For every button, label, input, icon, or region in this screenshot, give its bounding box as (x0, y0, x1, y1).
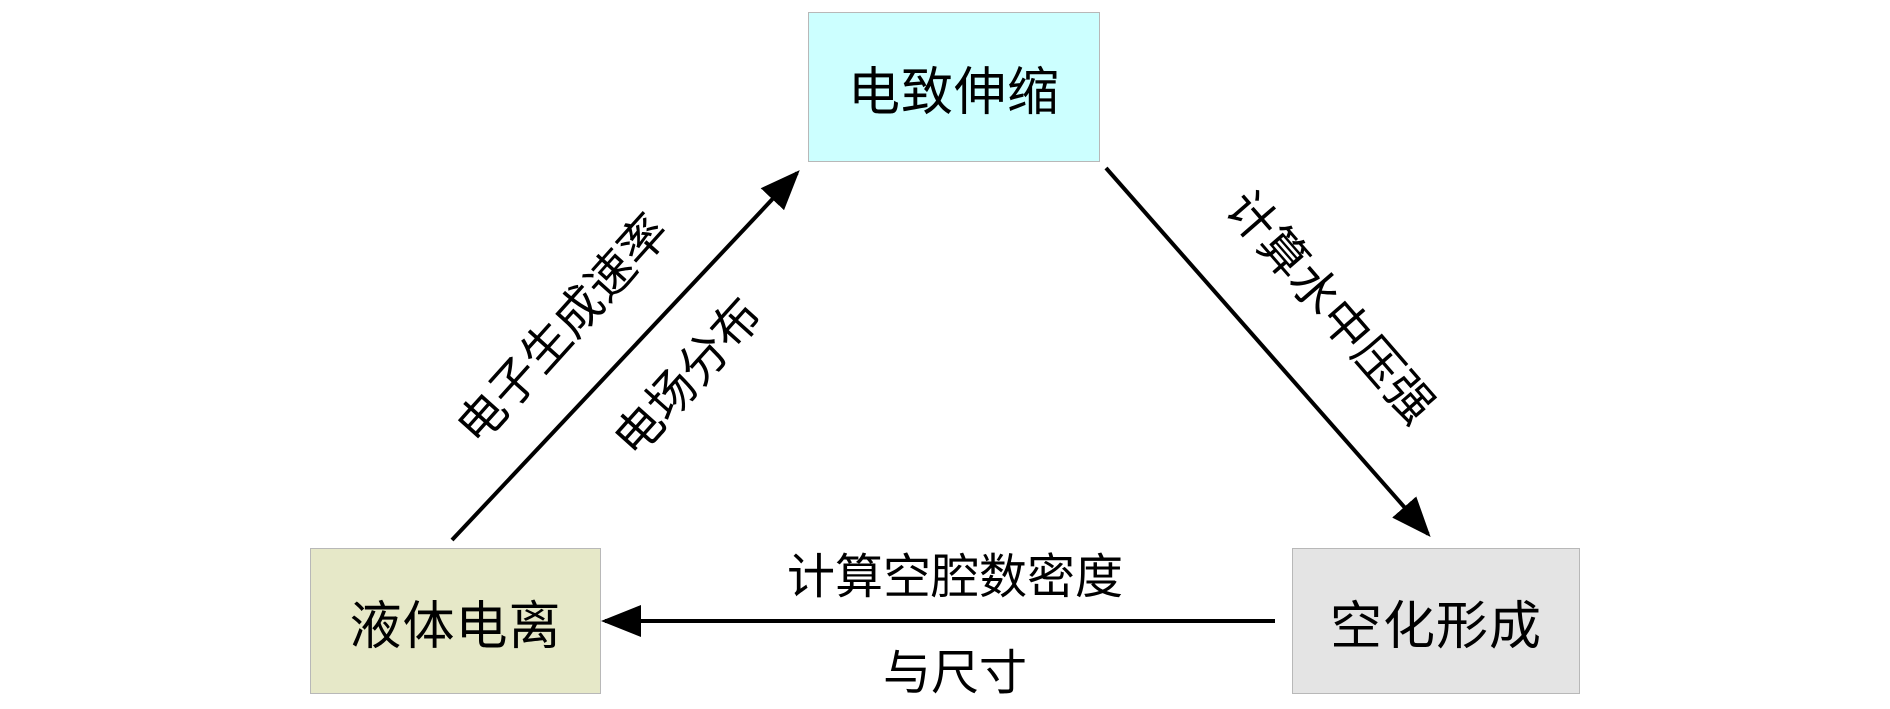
node-liquid-ionization-label: 液体电离 (349, 596, 562, 657)
arrow-top-to-right (1104, 166, 1431, 538)
edge-label-cavity-density: 计算空腔数密度 (787, 549, 1123, 605)
edge-label-field-distribution: 电场分布 (603, 287, 773, 467)
arrow-left-to-top (450, 170, 800, 542)
node-liquid-ionization: 液体电离 (310, 548, 601, 694)
edge-label-size: 与尺寸 (883, 645, 1027, 701)
node-electrostriction: 电致伸缩 (808, 12, 1100, 162)
edge-label-water-pressure: 计算水中压强 (1214, 180, 1445, 434)
node-electrostriction-label: 电致伸缩 (847, 62, 1060, 123)
node-cavitation-formation-label: 空化形成 (1329, 596, 1542, 657)
node-cavitation-formation: 空化形成 (1292, 548, 1580, 694)
